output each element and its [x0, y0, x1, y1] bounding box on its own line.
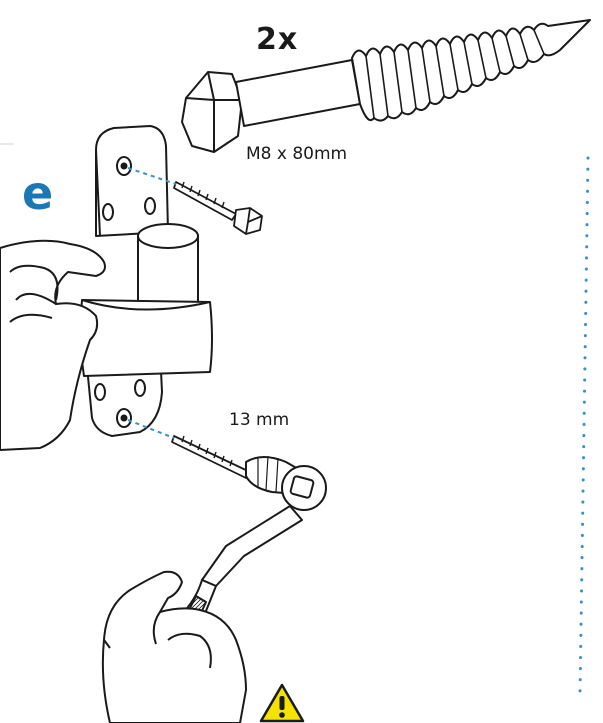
screw-quantity-label: 2x [256, 22, 299, 57]
lag-screw-lower [171, 435, 251, 479]
alignment-line-lower [127, 419, 175, 439]
hinge-bracket [79, 125, 213, 437]
warning-triangle-icon [259, 683, 305, 723]
lag-screw-large [181, 19, 591, 153]
hand-holding-bracket [0, 239, 106, 451]
dotted-guide-line [578, 156, 590, 697]
screw-size-label: M8 x 80mm [246, 144, 348, 164]
alignment-line-upper [127, 167, 177, 185]
socket-size-label: 13 mm [229, 410, 290, 430]
step-letter: e [22, 166, 54, 220]
hand-holding-wrench [101, 570, 247, 723]
lag-screw-upper [173, 181, 263, 235]
